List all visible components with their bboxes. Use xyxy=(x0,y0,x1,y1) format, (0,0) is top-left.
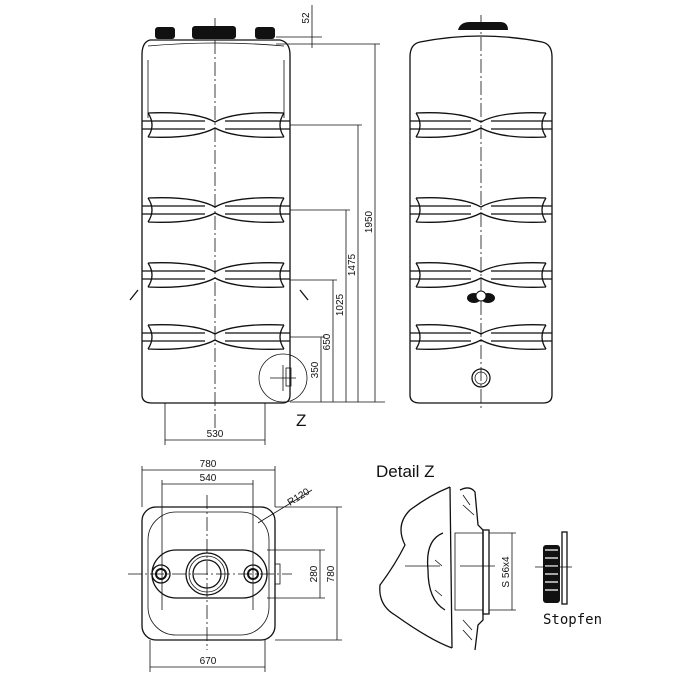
front-view xyxy=(129,18,309,430)
side-outlet xyxy=(471,368,491,388)
band-rib xyxy=(410,262,552,288)
side-fitting xyxy=(467,290,495,303)
dim-670: 670 xyxy=(200,656,217,667)
dim-1025: 1025 xyxy=(335,293,346,316)
dim-350: 350 xyxy=(310,361,321,378)
front-tank-outline xyxy=(141,39,291,404)
band-rib xyxy=(142,197,290,223)
detail-break-line xyxy=(379,486,453,649)
front-cap-right xyxy=(255,27,275,39)
dim-1950: 1950 xyxy=(364,210,375,233)
plug-flange xyxy=(561,531,568,605)
front-cap-left xyxy=(155,27,175,39)
side-cap xyxy=(458,22,508,30)
dim-1475: 1475 xyxy=(347,253,358,276)
detail-title: Detail Z xyxy=(376,462,435,481)
dim-r120: R120 xyxy=(286,486,312,508)
detail-z-label: Z xyxy=(296,411,306,430)
dim-540: 540 xyxy=(200,473,217,484)
band-rib xyxy=(142,262,290,288)
front-dimensions: 52 1950 1475 1025 650 350 530 Z xyxy=(164,5,385,445)
thread-dim: S 56x4 xyxy=(501,556,512,588)
dim-780-depth: 780 xyxy=(326,565,337,582)
detail-z-circle xyxy=(258,353,308,403)
dim-650: 650 xyxy=(322,333,333,350)
front-cap-center xyxy=(192,26,236,39)
dim-530: 530 xyxy=(207,429,224,440)
top-view: 780 540 670 780 280 R120 xyxy=(128,459,342,672)
dim-780-width: 780 xyxy=(200,459,217,470)
plug: Stopfen xyxy=(535,531,602,628)
band-rib xyxy=(142,112,290,138)
dim-52: 52 xyxy=(301,12,312,24)
side-view xyxy=(409,15,553,410)
band-rib xyxy=(142,324,290,350)
side-tank-outline xyxy=(409,35,553,404)
front-handles xyxy=(129,289,309,301)
dim-280: 280 xyxy=(309,565,320,582)
detail-z: Detail Z S 56x4 xyxy=(376,462,516,651)
plug-label: Stopfen xyxy=(543,612,602,628)
